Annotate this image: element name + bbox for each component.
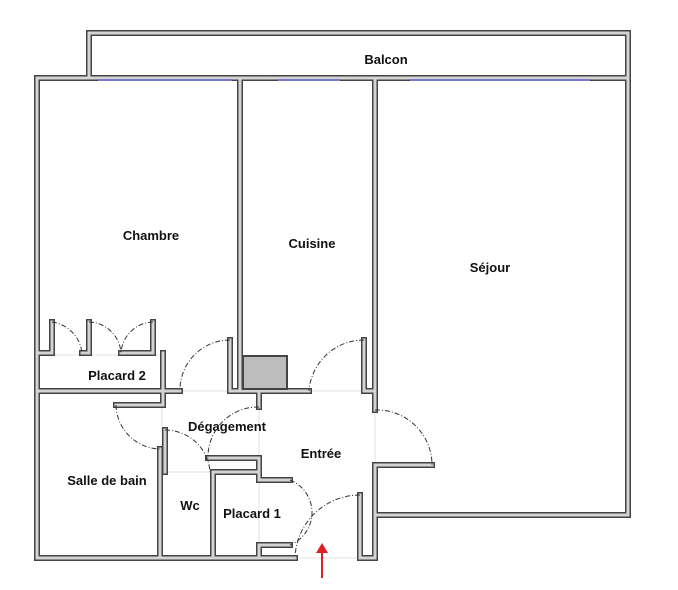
- room-label-placard-2: Placard 2: [88, 368, 146, 383]
- room-label-placard-1: Placard 1: [223, 506, 281, 521]
- walls: [34, 30, 631, 561]
- room-label-cuisine: Cuisine: [289, 236, 336, 251]
- room-label-salle-de-bain: Salle de bain: [67, 473, 147, 488]
- door-swings: [51, 321, 433, 559]
- duct-block: [242, 355, 288, 390]
- room-label-entree: Entrée: [301, 446, 341, 461]
- room-label-balcon: Balcon: [364, 52, 407, 67]
- room-label-chambre: Chambre: [123, 228, 179, 243]
- room-label-degagement: Dégagement: [188, 419, 267, 434]
- room-label-sejour: Séjour: [470, 260, 510, 275]
- room-label-wc: Wc: [180, 498, 200, 513]
- entry-arrow-icon: [316, 543, 328, 578]
